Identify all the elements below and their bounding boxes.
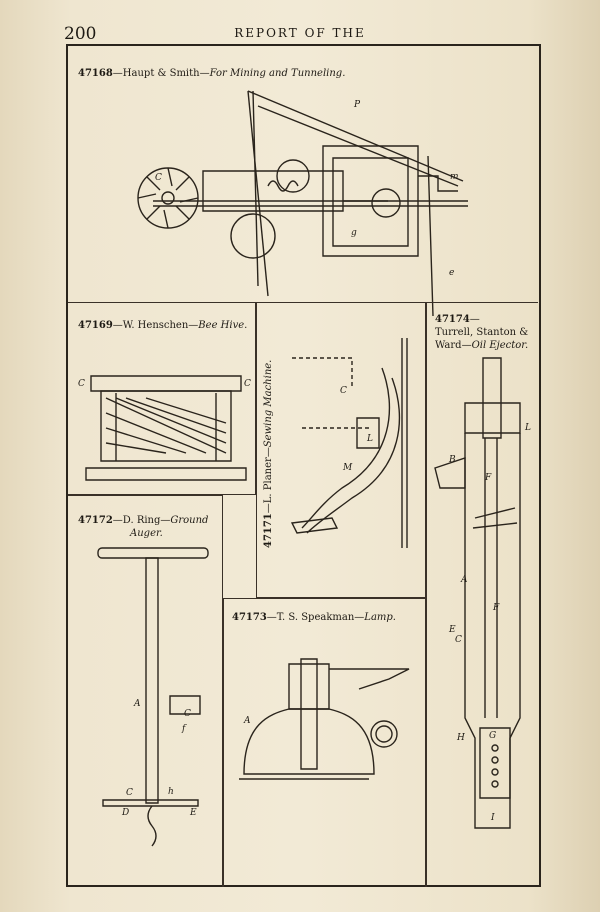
label-c: C xyxy=(155,173,162,183)
patentee-name-cont: Ward xyxy=(435,340,462,351)
figure-47172-caption: 47172—D. Ring—Ground xyxy=(78,515,209,526)
mining-machine-engraving xyxy=(128,86,488,296)
figure-47169-caption: 47169—W. Henschen—Bee Hive. xyxy=(78,320,248,331)
label-h: H xyxy=(457,733,465,743)
label-c-base: C xyxy=(126,788,133,798)
label-f-upper: F xyxy=(485,473,492,483)
label-h: h xyxy=(168,787,174,797)
figure-47174-caption-line2: Turrell, Stanton & xyxy=(435,326,528,339)
page-header: 200 REPORT OF THE xyxy=(0,18,600,46)
label-e: E xyxy=(449,625,456,635)
figure-47169-panel: 47169—W. Henschen—Bee Hive. C C xyxy=(68,302,256,495)
label-l: L xyxy=(367,434,373,444)
figure-number: 47169 xyxy=(78,320,113,331)
label-a: A xyxy=(244,716,251,726)
patentee-name: W. Henschen xyxy=(122,320,189,331)
label-f-lower: F xyxy=(493,603,500,613)
running-title: REPORT OF THE xyxy=(234,26,366,40)
label-a: A xyxy=(461,575,468,585)
figure-47173-panel: 47173—T. S. Speakman—Lamp. A xyxy=(223,598,426,887)
lamp-engraving xyxy=(239,654,419,784)
patent-subject: For Mining and Tunneling. xyxy=(209,68,346,79)
figure-47174-caption-line3: Ward—Oil Ejector. xyxy=(435,340,529,351)
patentee-name: L. Planer xyxy=(263,457,274,504)
figure-47168-caption: 47168—Haupt & Smith—For Mining and Tunne… xyxy=(78,68,346,79)
figure-47171-caption: 47171—L. Planer—Sewing Machine. xyxy=(263,359,274,548)
figure-number: 47173 xyxy=(232,612,267,623)
figure-47173-caption: 47173—T. S. Speakman—Lamp. xyxy=(232,612,396,623)
page-number: 200 xyxy=(64,24,97,44)
figure-number: 47171 xyxy=(263,513,274,548)
patent-subject: Sewing Machine. xyxy=(263,359,274,448)
patentee-name: Haupt & Smith xyxy=(122,68,200,79)
label-c-left: C xyxy=(78,379,85,389)
label-c: C xyxy=(340,386,347,396)
figure-number: 47168 xyxy=(78,68,113,79)
label-m: m xyxy=(450,172,459,182)
label-l: L xyxy=(525,423,531,433)
sewing-machine-engraving xyxy=(282,328,422,558)
figure-47174-caption: 47174— xyxy=(435,314,480,325)
label-i: I xyxy=(491,813,495,823)
bee-hive-engraving xyxy=(86,373,246,483)
patent-subject: Lamp. xyxy=(364,612,396,623)
ground-auger-engraving xyxy=(98,548,213,848)
label-d: D xyxy=(122,808,130,818)
label-e: E xyxy=(190,808,197,818)
patent-subject: Ground xyxy=(170,515,209,526)
label-b: B xyxy=(449,455,456,465)
figure-47172-caption-line2: Auger. xyxy=(130,527,163,540)
figure-47174-panel: 47174— Turrell, Stanton & Ward—Oil Eject… xyxy=(426,302,538,887)
label-c-right: C xyxy=(244,379,251,389)
figure-47172-panel: 47172—D. Ring—Ground Auger. A C f C h D … xyxy=(68,495,223,887)
figure-plate-frame: 47168—Haupt & Smith—For Mining and Tunne… xyxy=(66,44,541,887)
patent-subject: Bee Hive. xyxy=(198,320,248,331)
label-f: f xyxy=(182,724,186,734)
figure-number: 47172 xyxy=(78,515,113,526)
label-m: M xyxy=(343,463,353,473)
figure-number: 47174 xyxy=(435,314,470,325)
patent-subject: Oil Ejector. xyxy=(471,340,529,351)
label-c-small: C xyxy=(184,709,191,719)
patent-subject-cont: Auger. xyxy=(130,528,163,539)
label-c: C xyxy=(455,635,462,645)
label-g: g xyxy=(351,228,357,238)
patentee-name: Turrell, Stanton & xyxy=(435,327,529,338)
label-p: P xyxy=(354,100,361,110)
label-g: G xyxy=(489,731,497,741)
label-e: e xyxy=(449,268,455,278)
label-a: A xyxy=(134,699,141,709)
patentee-name: T. S. Speakman xyxy=(276,612,355,623)
figure-47171-panel: 47171—L. Planer—Sewing Machine. L C M xyxy=(256,302,426,598)
oil-ejector-engraving xyxy=(435,358,530,828)
figure-47168-panel: 47168—Haupt & Smith—For Mining and Tunne… xyxy=(68,46,538,302)
